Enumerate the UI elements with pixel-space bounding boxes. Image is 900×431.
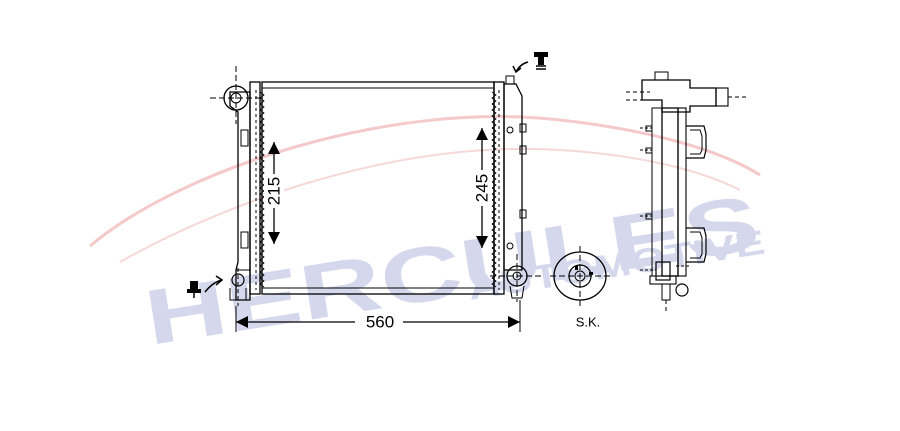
radiator-front-view [210,66,542,306]
dimension-width: 560 [235,300,521,332]
bottom-right-outlet [490,254,542,302]
bleed-screw-arrow-icon [512,61,529,74]
watermark: HERCULES AUTOMOTIVE [89,115,768,362]
watermark-swoosh-upper [89,115,761,248]
left-tank [229,81,261,301]
bottom-left-drain [229,268,247,306]
dimension-height-left-label: 215 [265,177,284,205]
right-tank [493,75,527,295]
dimension-height-right: 245 [472,128,492,248]
dimension-height-left: 215 [264,142,284,244]
drain-plug-icon [187,281,201,298]
detail-sk-label: S.K. [576,315,601,330]
top-left-inlet [210,66,262,124]
radiator-side-view [626,71,746,314]
bleed-screw-icon [534,52,548,70]
detail-sk [550,246,610,306]
dimension-height-right-label: 245 [473,174,492,202]
core-fins-left [259,91,265,288]
dimension-width-label: 560 [366,313,394,332]
drain-plug-arrow-icon [204,275,224,293]
